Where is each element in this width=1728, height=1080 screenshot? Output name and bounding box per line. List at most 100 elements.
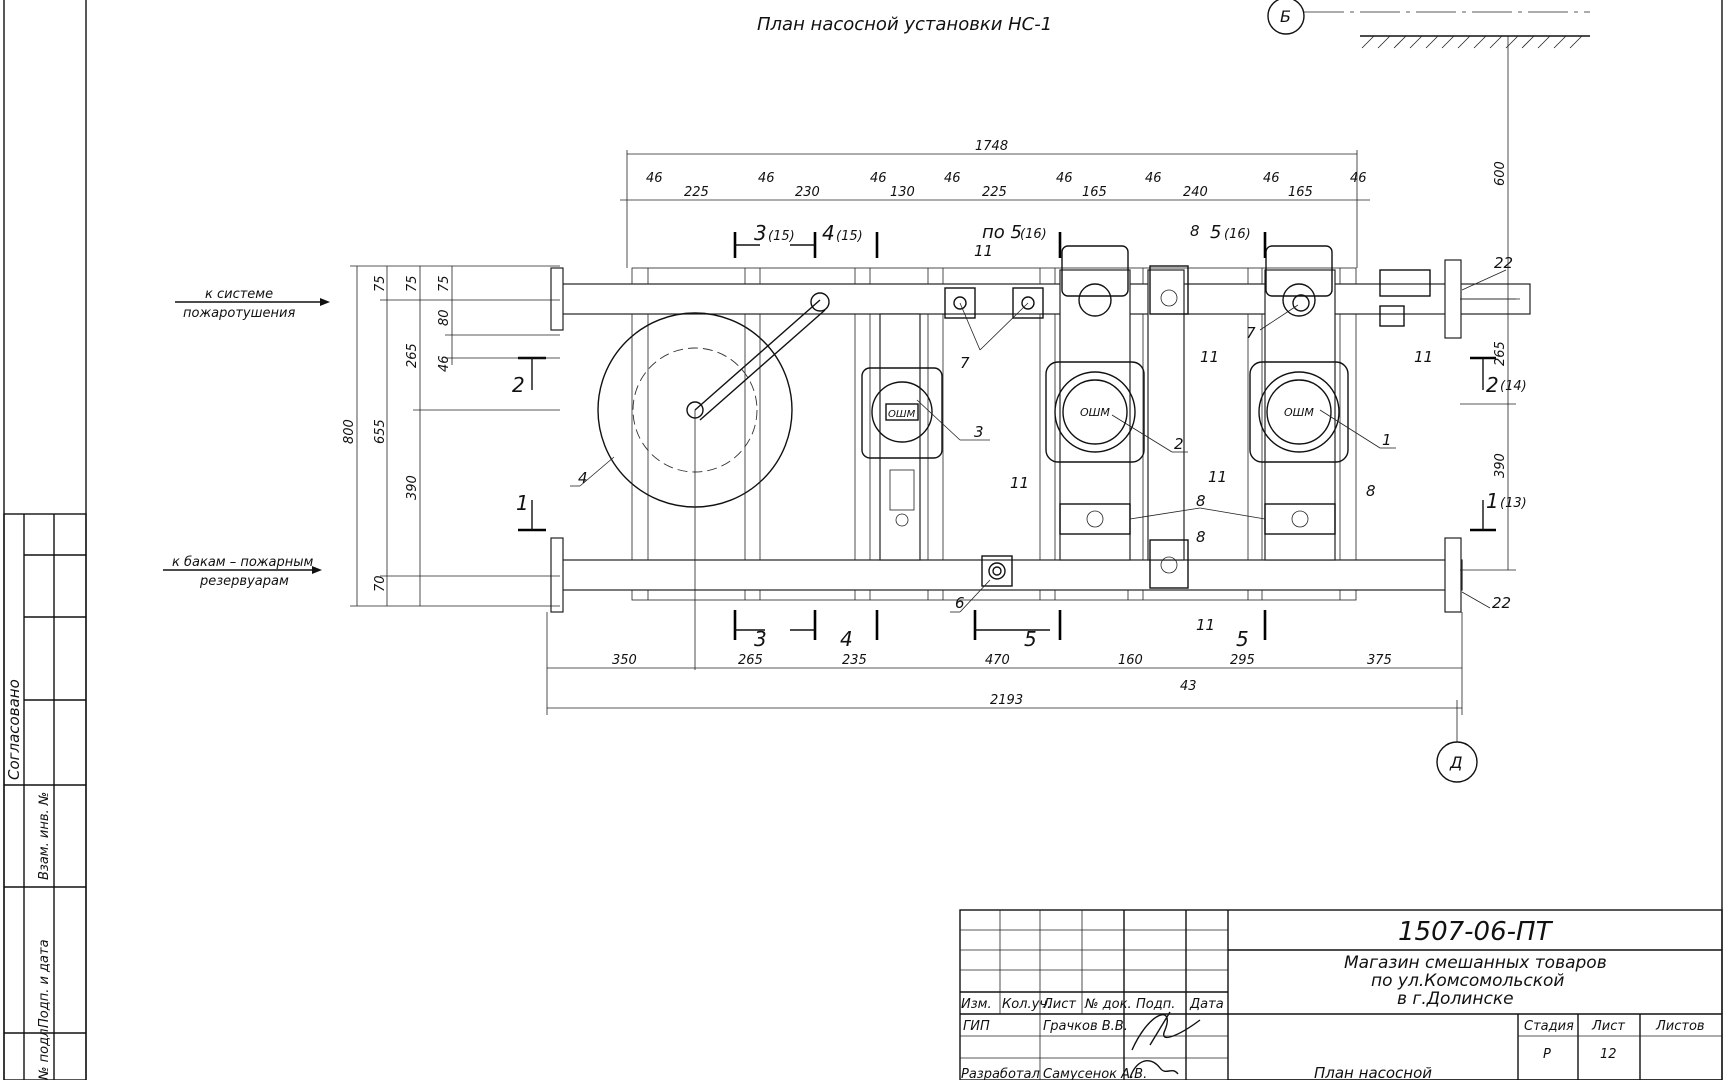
agreed-label: Согласовано	[5, 679, 23, 780]
dim-left-75-c: 75	[437, 275, 452, 292]
dim-right-600: 600	[1493, 161, 1508, 186]
dim-46-b: 46	[758, 171, 775, 186]
sign-date-label: Подп. и дата	[37, 939, 52, 1028]
fitting-6	[981, 555, 1013, 587]
tb-name-gip: Грачков В.В.	[1043, 1019, 1128, 1034]
section-5-bot: 5	[1024, 627, 1037, 651]
dim-240: 240	[1183, 185, 1208, 200]
dim-left-800: 800	[342, 419, 357, 444]
tb-sheet-title: План насосной	[1314, 1064, 1432, 1080]
callout-22-a: 22	[1494, 254, 1513, 272]
dim-160: 160	[1118, 653, 1143, 668]
dim-295: 295	[1230, 653, 1255, 668]
callout-11-f: 11	[1196, 616, 1215, 634]
callout-11-a: 11	[974, 242, 993, 260]
drawing-title: План насосной установки НС-1	[757, 14, 1052, 35]
callout-8-a: 8	[1190, 222, 1200, 240]
tb-role-gip: ГИП	[963, 1019, 990, 1034]
dim-225-b: 225	[982, 185, 1007, 200]
dim-2193: 2193	[990, 693, 1023, 708]
dim-43: 43	[1180, 679, 1197, 694]
axis-b-mark: Б	[1267, 0, 1590, 49]
dim-46-d: 46	[944, 171, 961, 186]
device-22	[1379, 269, 1431, 327]
flow-label-system-1: к системе	[205, 287, 273, 302]
tb-project-3: в г.Долинске	[1397, 989, 1514, 1009]
dim-left-75-b: 75	[405, 275, 420, 292]
tb-hdr-list: Лист	[1042, 997, 1076, 1012]
pump-2: ОШМ	[1045, 245, 1145, 463]
section-4-top: 4	[822, 221, 835, 245]
flow-label-system-2: пожаротушения	[183, 306, 295, 321]
callout-11-b: 11	[1200, 348, 1219, 366]
section-2-right-ref: (14)	[1500, 379, 1527, 394]
dim-165-a: 165	[1082, 185, 1107, 200]
section-1-left: 1	[516, 491, 529, 515]
dim-46-a: 46	[646, 171, 663, 186]
dim-46-f: 46	[1145, 171, 1162, 186]
dim-46-c: 46	[870, 171, 887, 186]
tb-sheet-hdr: Лист	[1591, 1019, 1625, 1034]
tank-4	[597, 292, 830, 670]
dim-265-b: 265	[738, 653, 763, 668]
dim-470: 470	[985, 653, 1010, 668]
pump-1: ОШМ	[1249, 245, 1349, 463]
dim-left-80: 80	[437, 309, 452, 326]
skid-frame	[631, 267, 1357, 601]
dim-left-70: 70	[373, 575, 388, 592]
tb-hdr-doc: № док.	[1084, 997, 1132, 1012]
tb-role-dev: Разработал	[961, 1067, 1040, 1080]
flow-label-tanks-2: резервуарам	[199, 574, 289, 589]
side-stamp: Согласовано Взам. инв. № Подп. и дата № …	[3, 0, 87, 1080]
tb-name-dev: Самусенок А.В.	[1043, 1067, 1147, 1080]
dim-375: 375	[1367, 653, 1392, 668]
dim-left-46: 46	[437, 355, 452, 372]
section-5b-bot: 5	[1236, 627, 1249, 651]
callout-4: 4	[578, 469, 588, 487]
dim-46-e: 46	[1056, 171, 1073, 186]
check-valves-7	[944, 287, 1310, 319]
callout-2: 2	[1174, 435, 1184, 453]
dim-left-390: 390	[405, 475, 420, 500]
callout-22-b: 22	[1492, 594, 1511, 612]
dim-right-390: 390	[1493, 453, 1508, 478]
flow-label-system: к системе пожаротушения	[175, 287, 330, 321]
callout-1: 1	[1382, 431, 1392, 449]
dim-130: 130	[890, 185, 915, 200]
inv-no-label: Взам. инв. №	[37, 792, 52, 880]
callout-11-e: 11	[1208, 468, 1227, 486]
section-2-right: 2	[1486, 373, 1499, 397]
dimensions-bottom: 350 265 235 470 160 295 375 2193 43	[546, 612, 1463, 715]
dim-1748: 1748	[975, 139, 1008, 154]
dim-235: 235	[842, 653, 867, 668]
dim-350: 350	[612, 653, 637, 668]
tb-project-2: по ул.Комсомольской	[1371, 971, 1564, 991]
pump-risers	[879, 269, 1336, 561]
title-block: 1507-06-ПТ Магазин смешанных товаров по …	[959, 909, 1723, 1080]
tb-stage-hdr: Стадия	[1524, 1019, 1574, 1034]
tb-stage: Р	[1543, 1047, 1551, 1062]
tb-hdr-kol: Кол.уч.	[1002, 997, 1051, 1012]
callout-7-b: 7	[1246, 324, 1256, 342]
pump-2-brand: ОШМ	[1080, 406, 1110, 419]
section-2-left: 2	[512, 373, 525, 397]
section-3-top: 3	[754, 221, 767, 245]
valves-8	[1059, 265, 1336, 589]
callout-7-a: 7	[960, 354, 970, 372]
dimensions-top: 1748 46 225 46 230 46 130 46 225 46 165 …	[620, 139, 1370, 268]
callout-6: 6	[955, 594, 965, 612]
tb-sheets-hdr: Листов	[1655, 1019, 1705, 1034]
tb-code: 1507-06-ПТ	[1398, 917, 1554, 947]
orig-no-label: № подл.	[37, 1024, 52, 1080]
dim-left-265: 265	[405, 343, 420, 368]
dim-left-75-a: 75	[373, 275, 388, 292]
dim-46-h: 46	[1350, 171, 1367, 186]
tb-hdr-sign: Подп.	[1136, 997, 1175, 1012]
callout-8-d: 8	[1196, 528, 1206, 546]
section-5-top-ref: (16)	[1020, 227, 1047, 242]
section-1-right-ref: (13)	[1500, 496, 1527, 511]
dim-225-a: 225	[684, 185, 709, 200]
axis-d-label: Д	[1449, 753, 1463, 772]
